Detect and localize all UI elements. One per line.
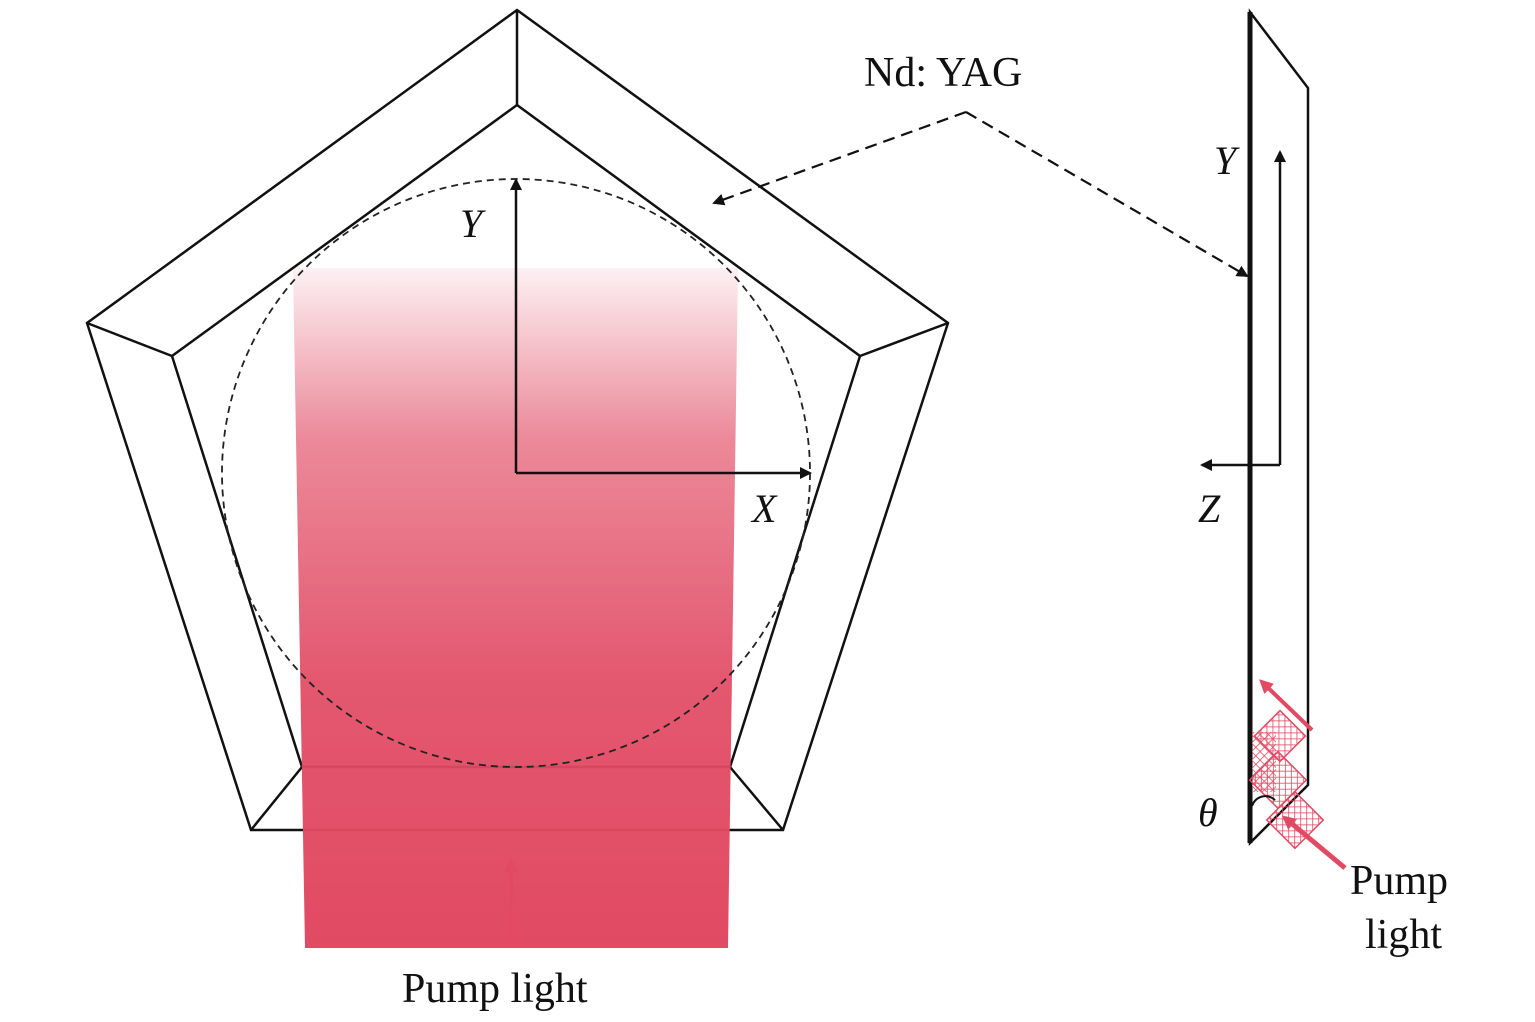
- front-x-label: X: [750, 486, 778, 531]
- crystal-pointer-arrows: [712, 110, 1249, 278]
- side-y-label: Y: [1214, 138, 1240, 183]
- bevel-lines: [86, 10, 949, 831]
- side-pump-arrow-icon: [1281, 815, 1347, 870]
- angle-arc: [1251, 795, 1276, 807]
- angle-theta-label: θ: [1198, 790, 1218, 835]
- pump-beam: [293, 268, 738, 948]
- crystal-label: Nd: YAG: [864, 50, 1022, 96]
- front-y-label: Y: [460, 201, 486, 246]
- reflected-pump-arrow-icon: [1259, 679, 1314, 732]
- side-z-label: Z: [1198, 486, 1221, 531]
- pump-label-side-line2: light: [1365, 912, 1442, 958]
- front-axes: Y X: [460, 178, 812, 531]
- pump-hatch-region: [1248, 709, 1325, 850]
- pump-label-side-line1: Pump: [1350, 858, 1448, 904]
- slab-side-view: [1247, 8, 1310, 847]
- side-axes: Y Z: [1198, 138, 1286, 531]
- pump-light-label-bottom: Pump light: [402, 966, 588, 1012]
